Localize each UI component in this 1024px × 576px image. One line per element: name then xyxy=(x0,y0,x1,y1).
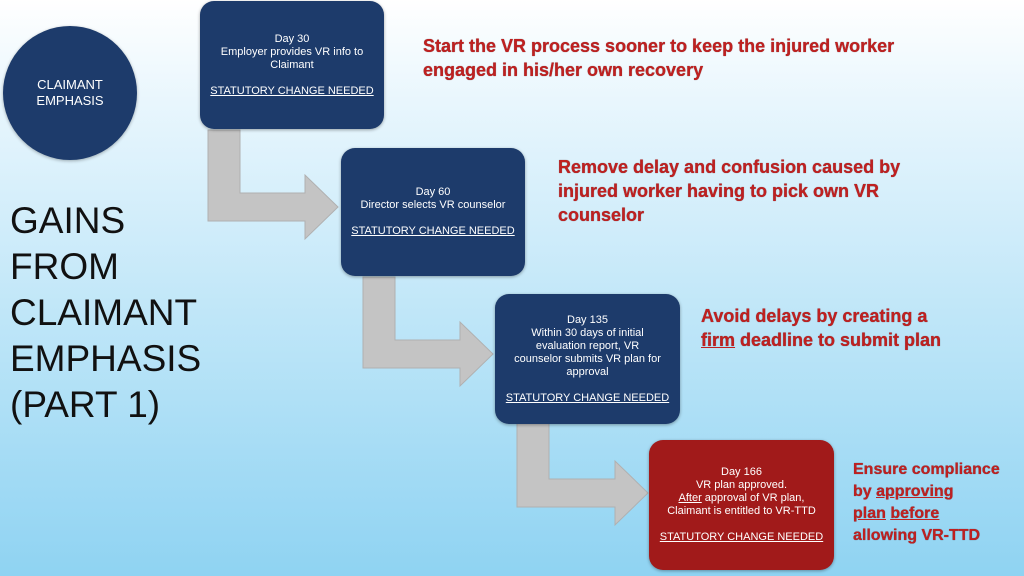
statutory-change-label: STATUTORY CHANGE NEEDED xyxy=(351,225,515,237)
step-desc: Claimant is entitled to VR-TTD xyxy=(667,505,816,517)
title-line-3: CLAIMANT xyxy=(10,292,198,333)
step-desc: Employer provides VR info to xyxy=(220,45,364,58)
step-box-day-166: Day 166 VR plan approved. After approval… xyxy=(649,440,834,570)
step-box-day-60: Day 60 Director selects VR counselor STA… xyxy=(341,148,525,276)
arrow-1 xyxy=(207,129,339,241)
note-avoid-delays: Avoid delays by creating a firm deadline… xyxy=(701,306,942,350)
step-day: Day 135 xyxy=(567,313,608,326)
note-ensure-compliance: Ensure compliance by approving plan befo… xyxy=(853,461,1000,544)
step-desc: evaluation report, VR xyxy=(535,339,640,352)
title-line-2: FROM xyxy=(10,246,119,287)
circle-line-2: EMPHASIS xyxy=(36,93,104,108)
statutory-change-label: STATUTORY CHANGE NEEDED xyxy=(210,84,374,97)
title-line-1: GAINS xyxy=(10,200,126,241)
arrow-3 xyxy=(516,415,649,527)
title-line-4: EMPHASIS xyxy=(10,338,202,379)
claimant-emphasis-circle: CLAIMANT EMPHASIS xyxy=(3,26,137,160)
note-start-sooner: Start the VR process sooner to keep the … xyxy=(423,36,895,80)
step-desc: Claimant xyxy=(270,58,314,71)
circle-line-1: CLAIMANT xyxy=(37,77,103,92)
title-line-5: (PART 1) xyxy=(10,384,161,425)
step-desc: After approval of VR plan, xyxy=(678,492,805,504)
step-desc: approval xyxy=(566,365,609,378)
step-day: Day 60 xyxy=(415,186,451,198)
step-desc: VR plan approved. xyxy=(695,479,788,491)
slide-title: GAINS FROM CLAIMANT EMPHASIS (PART 1) xyxy=(10,198,201,428)
statutory-change-label: STATUTORY CHANGE NEEDED xyxy=(659,531,824,543)
statutory-change-label: STATUTORY CHANGE NEEDED xyxy=(505,391,670,404)
step-day: Day 166 xyxy=(721,466,762,478)
step-desc: Within 30 days of initial xyxy=(531,326,644,339)
step-desc: counselor submits VR plan for xyxy=(514,352,661,365)
arrow-2 xyxy=(362,276,494,388)
step-box-day-135: Day 135 Within 30 days of initial evalua… xyxy=(495,294,680,424)
note-remove-delay: Remove delay and confusion caused by inj… xyxy=(558,157,901,225)
step-box-day-30: Day 30 Employer provides VR info to Clai… xyxy=(200,1,384,129)
step-day: Day 30 xyxy=(274,32,310,45)
step-desc: Director selects VR counselor xyxy=(360,199,506,211)
